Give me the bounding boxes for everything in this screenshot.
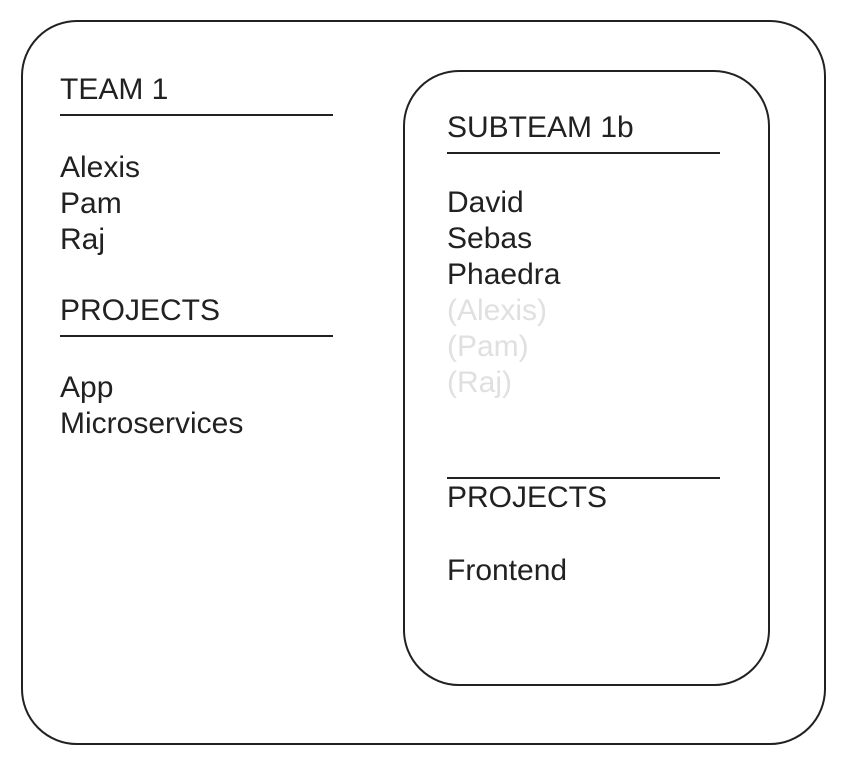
team-member: Alexis (60, 151, 141, 184)
team-box: TEAM 1 Alexis Pam Raj PROJECTS App Micro… (21, 20, 826, 745)
team-project: App (60, 371, 114, 404)
subteam-project-list: Frontend (447, 553, 737, 589)
subteam-title: SUBTEAM 1b (447, 110, 720, 154)
team-project-list: App Microservices (60, 370, 360, 442)
subteam-inherited-member: (Raj) (447, 366, 512, 399)
subteam-inherited-member: (Alexis) (447, 294, 548, 327)
subteam-project: Frontend (447, 554, 568, 587)
team-project: Microservices (60, 407, 244, 440)
subteam-panel: SUBTEAM 1b David Sebas Phaedra (Alexis) … (447, 110, 737, 589)
subteam-member: Sebas (447, 222, 533, 255)
subteam-box: SUBTEAM 1b David Sebas Phaedra (Alexis) … (403, 70, 770, 686)
team-panel: TEAM 1 Alexis Pam Raj PROJECTS App Micro… (60, 72, 360, 442)
subteam-member: Phaedra (447, 258, 561, 291)
team-member: Pam (60, 187, 122, 220)
subteam-inherited-member: (Pam) (447, 330, 529, 363)
team-title: TEAM 1 (60, 72, 333, 116)
subteam-member-list: David Sebas Phaedra (Alexis) (Pam) (Raj) (447, 185, 737, 401)
team-member: Raj (60, 223, 106, 256)
team-projects-heading: PROJECTS (60, 293, 333, 337)
subteam-projects-heading: PROJECTS (447, 477, 720, 516)
subteam-member: David (447, 186, 524, 219)
team-member-list: Alexis Pam Raj (60, 150, 360, 258)
